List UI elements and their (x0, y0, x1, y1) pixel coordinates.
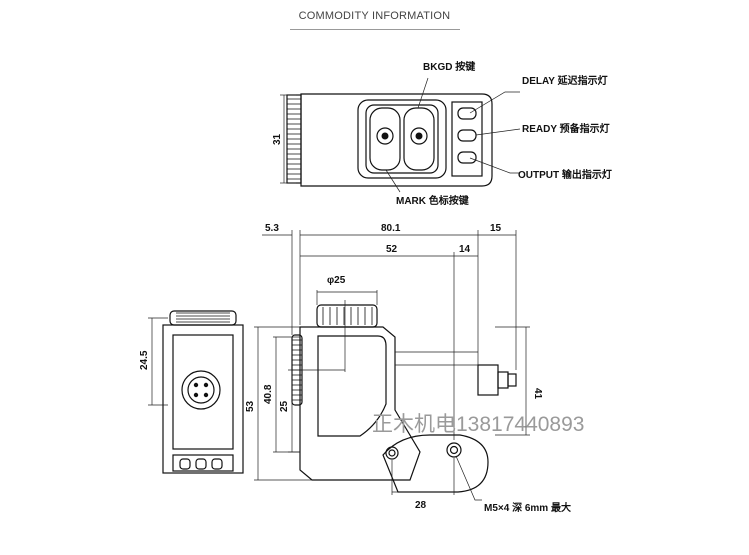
bkgd-label: BKGD 按键 (423, 60, 476, 73)
front-led-2 (195, 458, 207, 470)
dim-phi25-text: φ25 (327, 275, 346, 286)
top-view: BKGD 按键 DELAY 延迟指示灯 READY 预备指示灯 OUTPUT 输… (272, 60, 612, 207)
thread-note: M5×4 深 6mm 最大 (484, 501, 571, 514)
bkgd-button-dot-ring (410, 127, 428, 145)
top-button-panel-inner (365, 104, 439, 174)
mount-hole-right-inner (449, 445, 459, 455)
front-led-window (172, 454, 234, 472)
front-led-1 (179, 458, 191, 470)
ready-label: READY 预备指示灯 (522, 122, 610, 135)
watermark-text: 正木机电13817440893 (372, 413, 584, 436)
side-mount-bracket (382, 434, 489, 493)
side-knob-lines (322, 307, 373, 325)
side-top-knob (316, 304, 378, 328)
front-pin-4 (203, 392, 209, 398)
top-body-outline (300, 93, 493, 187)
mark-leader (385, 169, 401, 193)
title-underline (290, 29, 460, 30)
front-pin-2 (203, 382, 209, 388)
front-connector-inner (187, 376, 215, 404)
bkgd-leader (417, 77, 429, 109)
front-view: 24.5 (139, 310, 244, 474)
mount-hole-right (446, 442, 462, 458)
bkgd-button (403, 107, 435, 171)
dim-14-text: 14 (459, 244, 471, 255)
mark-button-dot (381, 132, 389, 140)
dim-31-text: 31 (272, 133, 283, 145)
ready-leader (475, 128, 521, 136)
mount-hole-left (385, 446, 399, 460)
side-knurl-lines (292, 339, 302, 401)
dim-40-8-text: 40.8 (263, 384, 274, 404)
front-inner-panel (172, 334, 234, 450)
indicator-strip (451, 101, 483, 177)
output-led (457, 151, 477, 164)
side-connector-tip (507, 373, 517, 387)
top-button-panel (357, 99, 447, 179)
dim-25-text: 25 (279, 400, 290, 412)
side-body-outline (299, 326, 421, 481)
ready-led (457, 129, 477, 142)
dim-41-text: 41 (532, 388, 543, 400)
front-led-3 (211, 458, 223, 470)
dim-53-text: 53 (245, 400, 256, 412)
delay-led (457, 107, 477, 120)
dim-15-text: 15 (490, 223, 502, 234)
mount-hole-left-inner (388, 449, 396, 457)
mark-button (369, 107, 401, 171)
front-pin-1 (193, 382, 199, 388)
side-connector-nut (497, 371, 509, 389)
delay-label: DELAY 延迟指示灯 (522, 74, 608, 87)
output-label: OUTPUT 输出指示灯 (518, 168, 612, 181)
front-cap-lines (176, 312, 230, 323)
front-body (162, 324, 244, 474)
output-leader (469, 157, 520, 174)
side-view: 5.3 80.1 15 52 14 φ25 53 40.8 25 41 (245, 223, 571, 514)
front-pin-3 (193, 392, 199, 398)
dim-24-5-text: 24.5 (139, 350, 150, 370)
page-title: COMMODITY INFORMATION (298, 10, 451, 22)
side-connector-body (477, 364, 499, 396)
side-window (317, 335, 387, 437)
dim-80-1-text: 80.1 (381, 223, 401, 234)
delay-leader (469, 91, 520, 114)
dim-52-text: 52 (386, 244, 398, 255)
dim-5-3-text: 5.3 (265, 223, 279, 234)
top-knurl-lines (287, 98, 301, 180)
bkgd-button-dot (415, 132, 423, 140)
dim-28-text: 28 (415, 500, 427, 511)
front-connector-outer (181, 370, 221, 410)
mark-button-dot-ring (376, 127, 394, 145)
mark-label: MARK 色标按键 (396, 194, 470, 207)
thread-leader (455, 455, 482, 501)
